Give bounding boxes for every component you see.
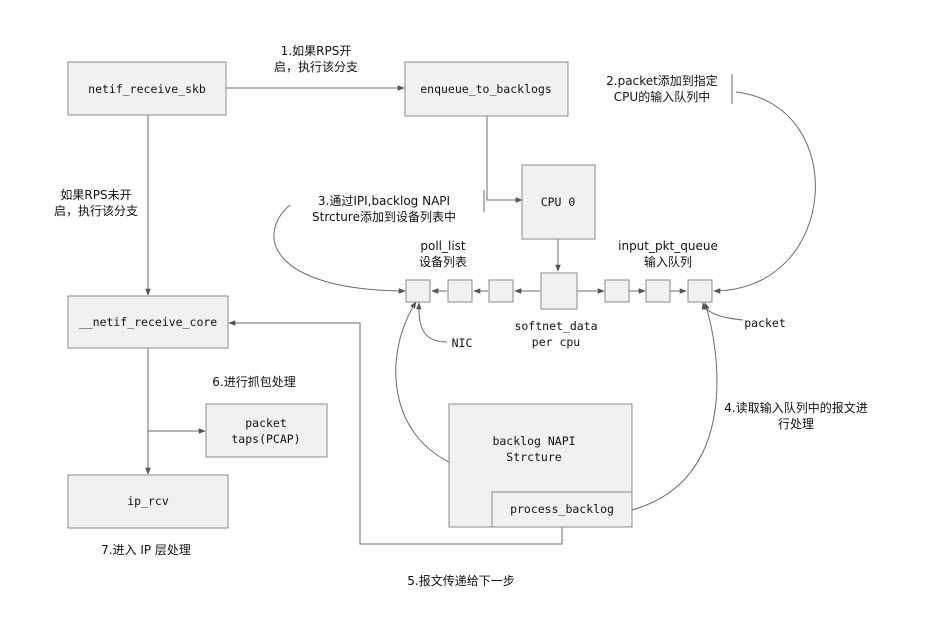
enqueue-to-backlogs-box: enqueue_to_backlogs [404, 61, 569, 117]
arrow-step5 [228, 320, 563, 545]
softnet-label-2: per cpu [532, 335, 580, 349]
packet-taps-label-2: taps(PCAP) [231, 432, 300, 446]
backlog-napi-label-2: Strcture [506, 450, 561, 464]
rps-off-label-2: 启，执行该分支 [54, 204, 138, 218]
curve-step4 [631, 302, 718, 511]
netif-receive-skb-box: netif_receive_skb [67, 61, 227, 116]
curve-packet-pointer [701, 302, 744, 321]
input-queue-item-3 [687, 279, 713, 303]
ip-rcv-label: ip_rcv [127, 494, 169, 508]
packet-taps-box: packet taps(PCAP) [205, 403, 328, 458]
rps-off-label-1: 如果RPS未开 [60, 187, 131, 202]
packet-taps-label-1: packet [245, 416, 287, 430]
poll-list-item-2 [447, 279, 473, 303]
arrow-enqueue-to-cpu [486, 116, 523, 203]
curve-nic-pointer [415, 302, 448, 343]
netif-receive-core-label: __netif_receive_core [79, 315, 218, 329]
packet-label: packet [744, 316, 786, 330]
input-queue-label-1: input_pkt_queue [618, 239, 718, 253]
softnet-data-box [540, 272, 578, 310]
enqueue-to-backlogs-label: enqueue_to_backlogs [420, 82, 552, 96]
curve-backlog-to-poll [395, 301, 450, 463]
softnet-label-1: softnet_data [514, 319, 597, 333]
cpu0-label: CPU 0 [541, 195, 576, 209]
step1-label-1: 1.如果RPS开 [281, 43, 352, 58]
netif-receive-skb-label: netif_receive_skb [88, 82, 206, 96]
curve-step2 [713, 91, 816, 294]
step6-label: 6.进行抓包处理 [212, 375, 295, 389]
poll-list-label-1: poll_list [420, 239, 466, 253]
poll-list-item-3 [488, 279, 514, 303]
nic-label: NIC [452, 336, 473, 350]
input-queue-item-1 [604, 279, 630, 303]
step2-label-2: CPU的输入队列中 [614, 89, 710, 104]
step1-label-2: 启，执行该分支 [274, 60, 358, 74]
step5-label: 5.报文传递给下一步 [407, 573, 514, 588]
backlog-napi-label-1: backlog NAPI [492, 434, 575, 448]
netif-receive-core-box: __netif_receive_core [67, 295, 229, 349]
cpu0-box: CPU 0 [521, 164, 596, 240]
step3-label-2: Strcture添加到设备列表中 [312, 209, 456, 224]
input-queue-item-2 [645, 279, 671, 303]
input-queue-label-2: 输入队列 [644, 254, 692, 269]
poll-list-item-1 [405, 279, 431, 303]
step4-label-2: 行处理 [778, 417, 814, 431]
step4-label-1: 4.读取输入队列中的报文进 [724, 400, 867, 415]
step2-label-1: 2.packet添加到指定 [606, 73, 718, 88]
process-backlog-box: process_backlog [491, 491, 633, 528]
step3-label-1: 3.通过IPI,backlog NAPI [318, 194, 450, 208]
ip-rcv-box: ip_rcv [67, 474, 229, 529]
step7-label: 7.进入 IP 层处理 [101, 543, 191, 557]
process-backlog-label: process_backlog [510, 502, 614, 516]
poll-list-label-2: 设备列表 [419, 255, 467, 269]
curve-step3 [273, 204, 406, 294]
